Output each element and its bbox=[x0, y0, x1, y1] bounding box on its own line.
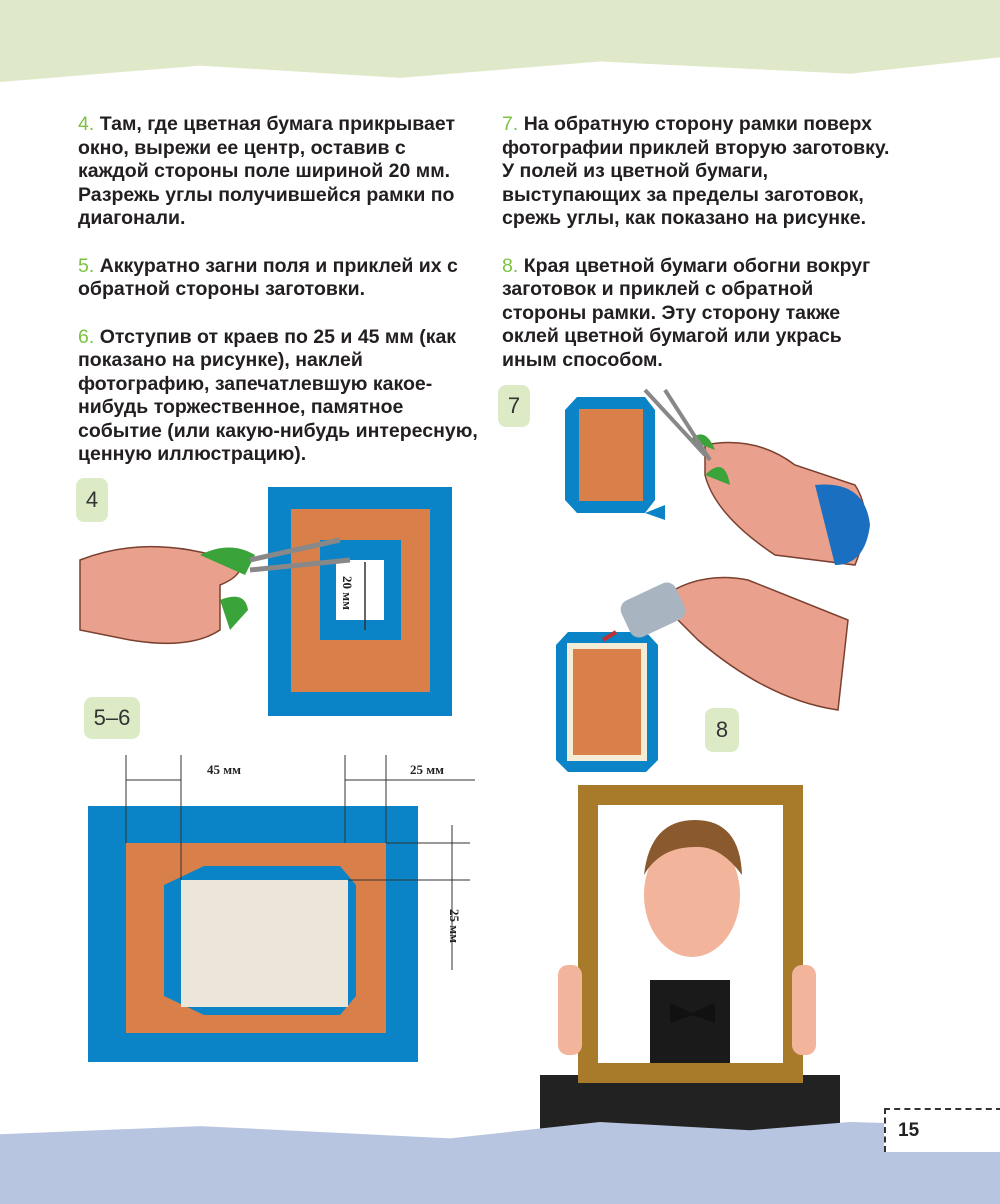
badge-step-7: 7 bbox=[498, 385, 530, 427]
hand-with-scissors-icon bbox=[79, 537, 351, 645]
boy-illustration bbox=[540, 785, 840, 1150]
photo-boy-with-frame bbox=[520, 785, 855, 1150]
steps-left: 4. Там, где цветная бумага прикрывает ок… bbox=[78, 113, 478, 491]
page-number: 15 bbox=[898, 1120, 920, 1141]
dimension-25mm-horizontal: 25 мм bbox=[410, 762, 444, 777]
dimension-20mm: 20 мм bbox=[339, 576, 355, 610]
figure-step-8 bbox=[556, 576, 849, 772]
badge-step-5-6: 5–6 bbox=[84, 697, 140, 739]
step-4: 4. Там, где цветная бумага прикрывает ок… bbox=[78, 113, 456, 229]
page-number-box: 15 bbox=[884, 1108, 1000, 1152]
badge-step-8: 8 bbox=[705, 708, 739, 752]
steps-right: 7. На обратную сторону рамки поверх фото… bbox=[502, 113, 892, 396]
dimension-25mm-vertical: 25 мм bbox=[446, 909, 462, 943]
bottom-band bbox=[0, 1122, 1000, 1204]
step-8: 8. Края цветной бумаги обогни вокруг заг… bbox=[502, 254, 871, 371]
dimension-45mm: 45 мм bbox=[207, 762, 241, 777]
hand-with-glue-icon bbox=[601, 576, 849, 711]
step-7: 7. На обратную сторону рамки поверх фото… bbox=[502, 113, 890, 229]
figure-step-7 bbox=[565, 388, 870, 566]
top-band bbox=[0, 0, 1000, 82]
figure-step-4 bbox=[79, 487, 452, 716]
figure-step-5-6 bbox=[88, 755, 475, 1062]
hand-with-scissors-icon bbox=[643, 388, 870, 566]
badge-step-4: 4 bbox=[76, 478, 108, 522]
step-6: 6. Отступив от краев по 25 и 45 мм (как … bbox=[78, 325, 478, 466]
step-5: 5. Аккуратно загни поля и приклей их с о… bbox=[78, 254, 458, 301]
